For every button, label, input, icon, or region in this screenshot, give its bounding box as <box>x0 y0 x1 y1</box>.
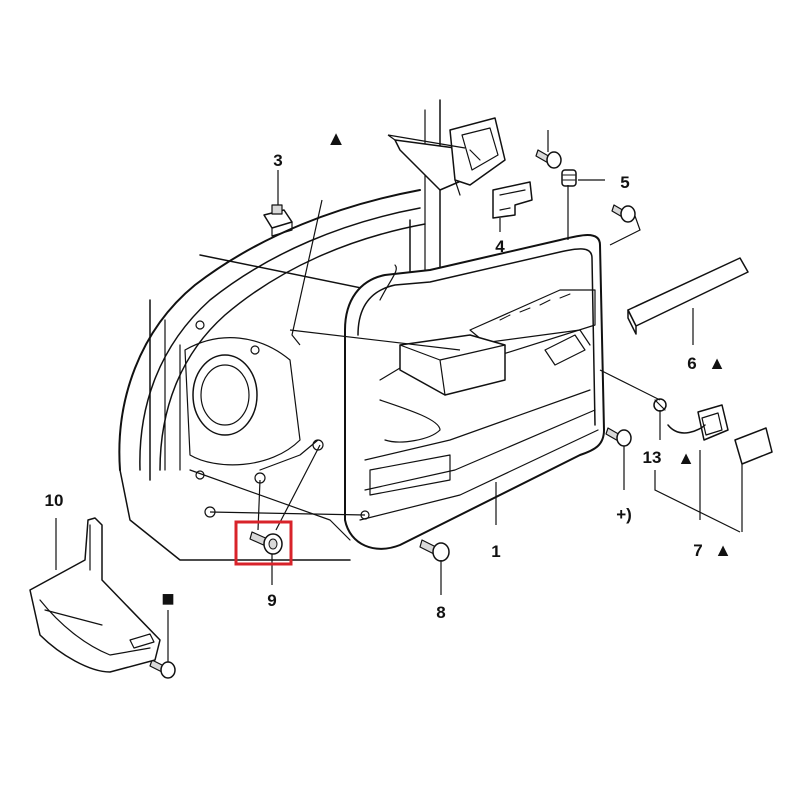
screws <box>149 149 636 679</box>
highlight-box <box>234 520 293 566</box>
label-5: 5 <box>620 173 629 192</box>
triangle-icon: ▲ <box>708 353 726 373</box>
symbols: ▲ ▲ ▲ ▲ ■ <box>161 128 732 611</box>
label-9: 9 <box>267 591 276 610</box>
triangle-icon: ▲ <box>326 128 346 150</box>
label-plus: +) <box>616 505 632 524</box>
square-icon: ■ <box>161 586 174 611</box>
leader-lines <box>55 130 743 662</box>
label-6: 6 <box>687 354 696 373</box>
label-4: 4 <box>495 237 505 256</box>
label-1: 1 <box>491 542 500 561</box>
callout-labels: 3 5 4 6 13 +) 1 7 10 9 8 <box>45 151 703 622</box>
label-10: 10 <box>45 491 64 510</box>
handle-parts <box>653 398 773 465</box>
label-3: 3 <box>273 151 282 170</box>
clip-3 <box>263 204 293 237</box>
label-7: 7 <box>693 541 702 560</box>
label-13: 13 <box>643 448 662 467</box>
trim-strip-6 <box>627 257 749 335</box>
label-8: 8 <box>436 603 445 622</box>
bracket-10 <box>29 517 161 673</box>
triangle-icon: ▲ <box>677 448 695 468</box>
upper-bracket <box>394 117 506 196</box>
triangle-icon: ▲ <box>714 540 732 560</box>
clip-4 <box>492 181 533 219</box>
door-trim-panel <box>344 234 605 550</box>
